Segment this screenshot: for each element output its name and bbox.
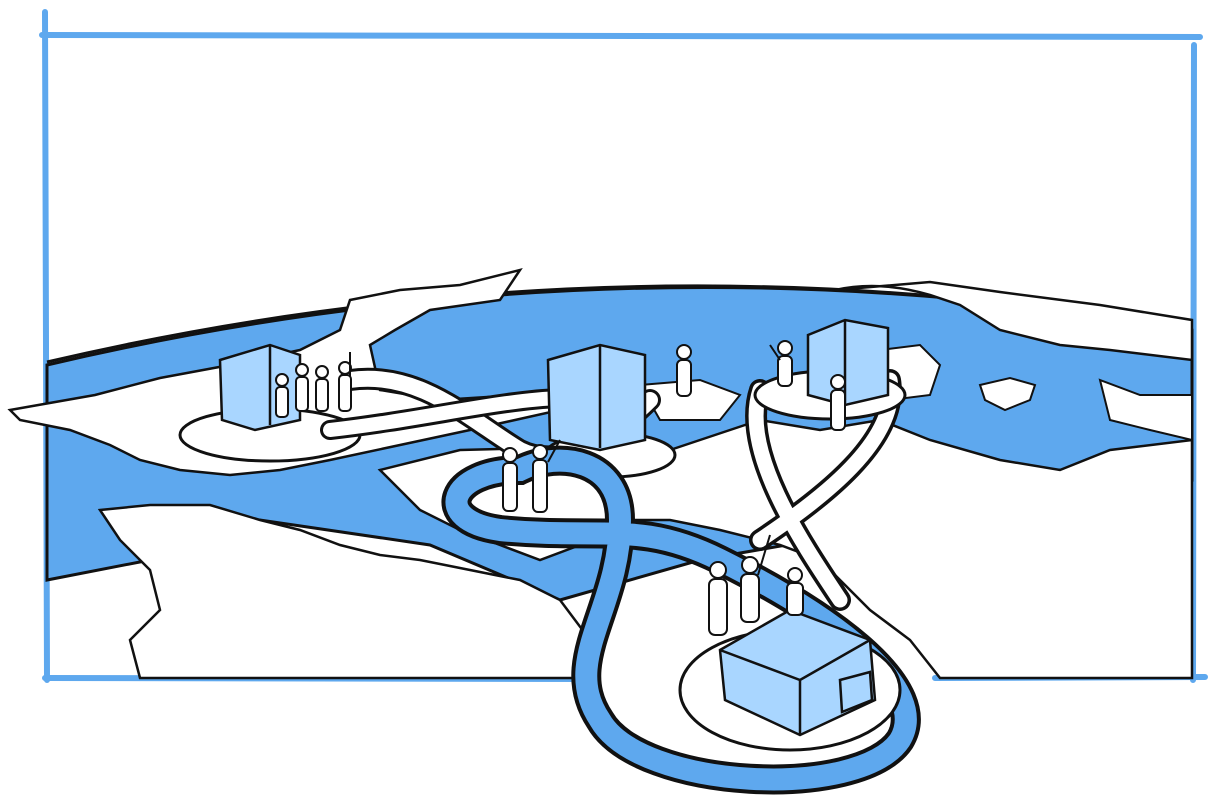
island-right: [978, 376, 1037, 412]
building-left: [218, 343, 302, 432]
group-middle: [502, 439, 561, 513]
people: [275, 340, 846, 636]
group-left: [275, 352, 352, 418]
building-right: [806, 318, 890, 407]
land-lower-left: [97, 503, 592, 680]
group-right: [769, 340, 846, 431]
buildings: [218, 318, 890, 737]
building-middle: [546, 343, 647, 452]
land-top-right: [834, 280, 1194, 362]
group-bottom: [708, 534, 804, 636]
land-center: [377, 418, 1194, 680]
person-center-top: [676, 344, 692, 397]
land-right-edge: [1098, 378, 1193, 442]
